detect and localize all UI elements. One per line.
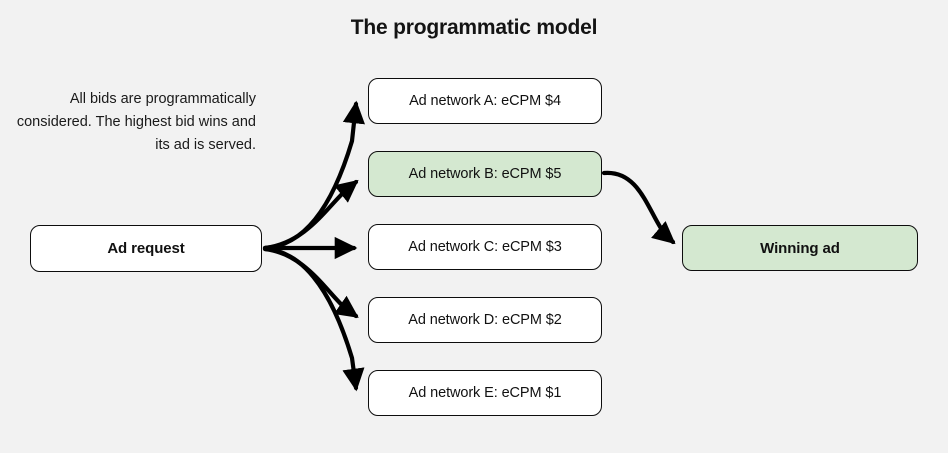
edge-request-to-network-e [262,246,365,392]
node-winning-ad[interactable]: Winning ad [682,225,918,271]
node-ad-network-c-label: Ad network C: eCPM $3 [408,239,562,255]
edge-request-to-network-d [262,246,359,319]
node-ad-network-b[interactable]: Ad network B: eCPM $5 [368,151,602,197]
edge-request-to-network-b [262,179,359,251]
node-ad-request-label: Ad request [107,240,185,257]
node-ad-network-c[interactable]: Ad network C: eCPM $3 [368,224,602,270]
node-ad-network-d[interactable]: Ad network D: eCPM $2 [368,297,602,343]
node-winning-ad-label: Winning ad [760,239,840,257]
edge-network-b-to-winning-ad [601,170,676,245]
node-ad-network-a-label: Ad network A: eCPM $4 [409,93,561,109]
node-ad-network-e[interactable]: Ad network E: eCPM $1 [368,370,602,416]
node-ad-network-a[interactable]: Ad network A: eCPM $4 [368,78,602,124]
node-ad-network-d-label: Ad network D: eCPM $2 [408,312,562,328]
edge-request-to-network-a [262,100,365,251]
description-text: All bids are programmatically considered… [16,91,256,153]
node-ad-network-e-label: Ad network E: eCPM $1 [408,385,562,401]
node-ad-request[interactable]: Ad request [30,225,262,272]
node-ad-network-b-label: Ad network B: eCPM $5 [408,166,562,182]
page-title: The programmatic model [350,16,598,39]
